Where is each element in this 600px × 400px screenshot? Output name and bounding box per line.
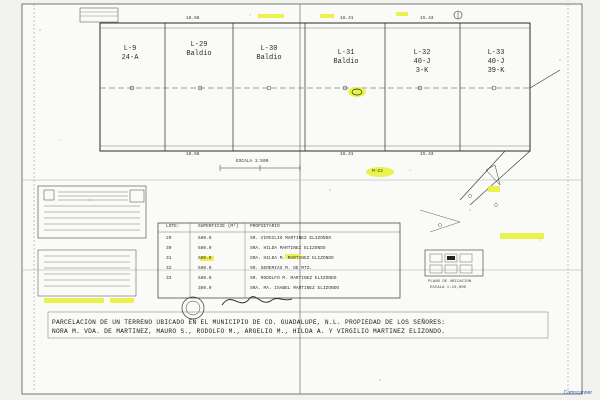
caption-line-1: PARCELACION DE UN TERRENO UBICADO EN EL … <box>52 319 446 326</box>
lot-dividers <box>164 23 461 151</box>
scan-noise <box>39 14 561 381</box>
table-row: 33 680.0 SR. RODOLFO M. MARTINEZ ELIZOND… <box>166 276 337 281</box>
scanner-watermark: Camscanner <box>563 390 592 396</box>
dimension-top-b: 16.41 <box>340 16 354 21</box>
highlight-label: M-23 <box>372 169 383 174</box>
round-seal-icon <box>181 296 205 320</box>
table-row: 29 680.0 SR. VIRGILIO MARTINEZ ELIZONDO <box>166 236 332 241</box>
table-row: 30 680.0 SRA. HILDA MARTINEZ ELIZONDO <box>166 246 326 251</box>
lots-outline <box>99 22 531 152</box>
approval-stamp-box <box>37 185 147 239</box>
dimension-bottom-b: 16.41 <box>340 152 354 157</box>
caption-line-2: NORA M. VDA. DE MARTINEZ, MAURO S., RODO… <box>52 328 446 335</box>
dimension-bottom-a: 18.68 <box>186 152 200 157</box>
highlight-left <box>44 298 104 303</box>
site-details <box>419 194 498 233</box>
highlight-marker <box>348 87 366 97</box>
header-propietario: PROPIETARIO <box>250 224 280 229</box>
lot-table: LOTE: SUPERFICIE (M²) PROPIETARIO 29 680… <box>158 223 400 298</box>
header-superficie: SUPERFICIE (M²) <box>198 224 239 229</box>
table-row: 32 680.0 SR. GEREMIAS M. DE MTZ. <box>166 266 313 271</box>
second-stamp-box <box>37 249 137 297</box>
highlight-top <box>258 14 284 18</box>
location-plan <box>424 249 484 277</box>
table-row: 31 680.0 SRA. HILDA M. MARTINEZ ELIZONDO <box>166 256 334 261</box>
signature-mark <box>221 296 293 306</box>
table-row: 380.0 SRA. MA. ISABEL MARTINEZ ELIZONDO <box>198 286 340 291</box>
top-title-block <box>79 7 119 23</box>
scale-label: ESCALA 1:500 <box>236 159 269 164</box>
street-lines <box>459 69 561 206</box>
location-plan-scale: ESCALA 1:10,000 <box>430 286 467 290</box>
dimension-top-a: 18.68 <box>186 16 200 21</box>
sheet-border <box>21 3 583 395</box>
highlight-right <box>500 233 544 239</box>
plan-caption: PARCELACION DE UN TERRENO UBICADO EN EL … <box>52 318 542 336</box>
lot-table-frame <box>157 222 401 299</box>
table-header-row: LOTE: SUPERFICIE (M²) PROPIETARIO <box>158 223 400 231</box>
location-plan-title: PLANO DE UBICACION <box>428 280 472 284</box>
caption-box <box>47 311 549 339</box>
dimension-bottom-c: 15.43 <box>420 152 434 157</box>
header-lote: LOTE: <box>166 224 180 229</box>
dimension-top-c: 15.43 <box>420 16 434 21</box>
seal-icon <box>43 189 55 201</box>
survey-markers <box>129 85 497 91</box>
